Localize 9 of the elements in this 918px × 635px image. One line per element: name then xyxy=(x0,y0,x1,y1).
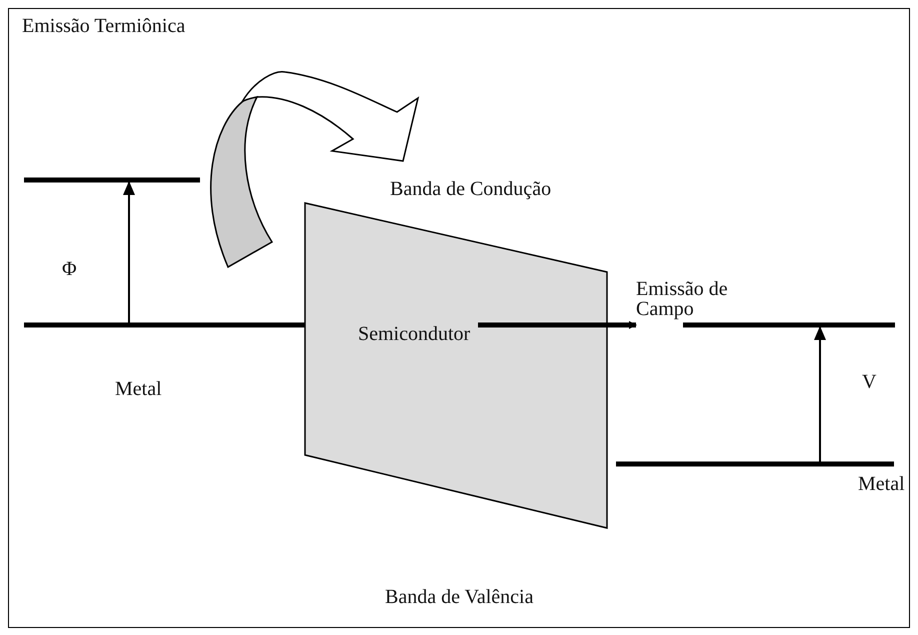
band-label: Banda de Condução xyxy=(390,178,552,201)
symbol-label: V xyxy=(862,370,876,394)
region-label: Metal xyxy=(858,472,905,496)
symbol-label: Φ xyxy=(62,257,77,281)
annotation-label: Emissão de Campo xyxy=(636,279,729,319)
band-label: Banda de Valência xyxy=(385,586,534,609)
region-label: Metal xyxy=(115,377,162,401)
heading-label: Emissão Termiônica xyxy=(22,14,186,38)
region-label: Semicondutor xyxy=(358,323,470,346)
